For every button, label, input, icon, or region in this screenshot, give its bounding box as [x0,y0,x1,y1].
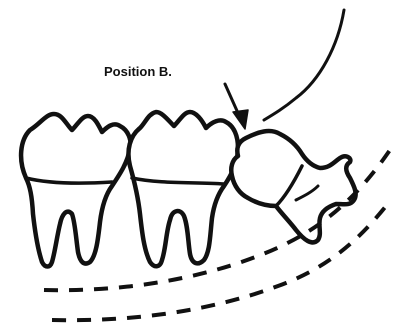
second-molar [128,112,238,266]
position-label: Position B. [104,64,172,79]
ramus-curve [264,10,344,120]
impacted-third-molar [231,131,355,242]
first-molar [21,114,130,267]
